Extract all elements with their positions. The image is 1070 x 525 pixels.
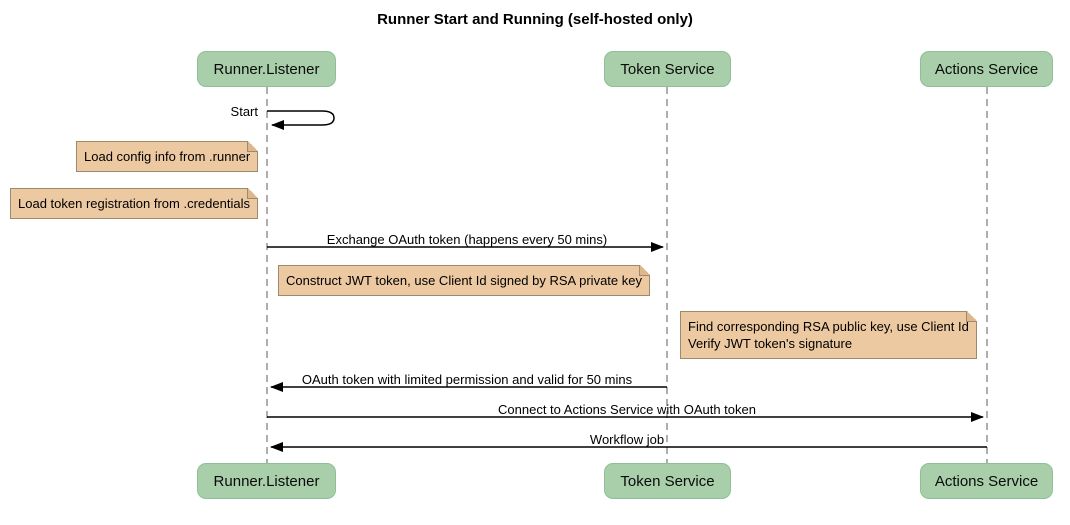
note-text: Verify JWT token's signature (688, 336, 853, 351)
note-load-token-registration: Load token registration from .credential… (10, 188, 258, 219)
actor-label: Runner.Listener (213, 60, 320, 78)
actor-box-runner-listener-bottom: Runner.Listener (197, 463, 336, 499)
note-fold-icon (246, 188, 258, 199)
note-text: Construct JWT token, use Client Id signe… (286, 273, 642, 288)
message-label-connect-actions-service: Connect to Actions Service with OAuth to… (498, 402, 756, 417)
note-text: Load token registration from .credential… (18, 196, 250, 211)
note-construct-jwt: Construct JWT token, use Client Id signe… (278, 265, 650, 296)
diagram-title: Runner Start and Running (self-hosted on… (377, 11, 693, 28)
message-label-oauth-token-return: OAuth token with limited permission and … (301, 372, 633, 387)
note-fold-icon (965, 311, 977, 322)
actor-label: Token Service (620, 472, 715, 490)
message-label-workflow-job: Workflow job (589, 432, 665, 447)
actor-box-actions-service-top: Actions Service (920, 51, 1053, 87)
actor-label: Token Service (620, 60, 715, 78)
actor-box-actions-service-bottom: Actions Service (920, 463, 1053, 499)
note-fold-icon (247, 141, 259, 152)
note-fold-icon (638, 265, 650, 276)
actor-box-token-service-bottom: Token Service (604, 463, 731, 499)
message-label-start: Start (230, 104, 258, 119)
actor-box-runner-listener-top: Runner.Listener (197, 51, 336, 87)
note-text: Load config info from .runner (84, 149, 251, 164)
message-label-exchange-oauth-token: Exchange OAuth token (happens every 50 m… (326, 232, 608, 247)
note-load-config: Load config info from .runner (76, 141, 259, 172)
note-text: Find corresponding RSA public key, use C… (688, 319, 969, 334)
actor-label: Runner.Listener (213, 472, 320, 490)
actor-label: Actions Service (934, 60, 1039, 78)
note-verify-jwt: Find corresponding RSA public key, use C… (680, 311, 977, 359)
actor-box-token-service-top: Token Service (604, 51, 731, 87)
self-message-arrow-start (267, 110, 335, 130)
actor-label: Actions Service (934, 472, 1039, 490)
